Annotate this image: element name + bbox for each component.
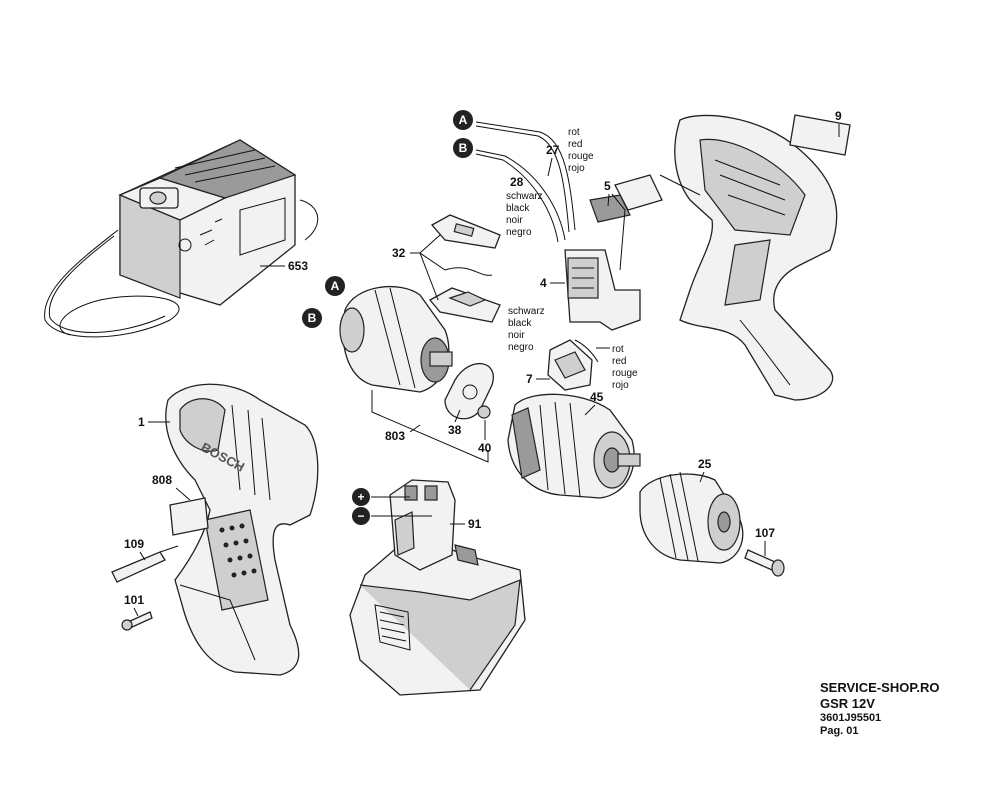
leader-switch-housing bbox=[659, 174, 701, 196]
footer-shop: SERVICE-SHOP.RO bbox=[820, 680, 940, 695]
label-5: 5 bbox=[604, 179, 611, 193]
label-25: 25 bbox=[698, 457, 712, 471]
wire-red-de-2: rot bbox=[612, 344, 624, 355]
housing-left-half bbox=[165, 383, 319, 676]
footer-model: GSR 12V bbox=[820, 696, 875, 711]
wire-black-fr-2: noir bbox=[508, 330, 525, 341]
label-7: 7 bbox=[526, 372, 533, 386]
leader-5 bbox=[607, 193, 626, 271]
marker-a-top-text: A bbox=[459, 113, 468, 127]
battery-pack bbox=[349, 479, 526, 696]
housing-right-half bbox=[674, 114, 838, 401]
label-808: 808 bbox=[152, 473, 172, 487]
screwdriver-bit bbox=[111, 545, 179, 583]
brush-clips bbox=[428, 214, 501, 323]
label-4: 4 bbox=[540, 276, 547, 290]
chuck bbox=[639, 471, 744, 564]
wire-leads bbox=[475, 121, 576, 243]
wire-red-en-1: red bbox=[568, 139, 582, 150]
wire-black-es-1: negro bbox=[506, 227, 532, 238]
leader-25 bbox=[699, 471, 705, 483]
footer-code: 3601J95501 bbox=[820, 712, 882, 724]
housing-screw bbox=[121, 611, 153, 631]
label-109: 109 bbox=[124, 537, 144, 551]
label-plate-9 bbox=[789, 114, 851, 156]
marker-b-motor bbox=[302, 308, 322, 328]
leader-101 bbox=[133, 607, 139, 617]
marker-b-motor-text: B bbox=[308, 311, 317, 325]
label-45: 45 bbox=[590, 390, 604, 404]
leader-803 bbox=[409, 424, 421, 433]
marker-a-top bbox=[453, 110, 473, 130]
motor bbox=[339, 285, 453, 393]
label-28: 28 bbox=[510, 175, 524, 189]
leader-27 bbox=[547, 157, 553, 177]
marker-b-top bbox=[453, 138, 473, 158]
chuck-screw bbox=[744, 549, 785, 577]
wire-red-es-1: rojo bbox=[568, 163, 585, 174]
leader-109 bbox=[139, 551, 146, 561]
marker-minus bbox=[352, 507, 370, 525]
label-91: 91 bbox=[468, 517, 482, 531]
label-27: 27 bbox=[546, 143, 560, 157]
wire-red-fr-2: rouge bbox=[612, 368, 638, 379]
bracket-803 bbox=[371, 390, 489, 463]
marker-a-motor-text: A bbox=[331, 279, 340, 293]
label-plate-808 bbox=[169, 497, 209, 536]
label-803: 803 bbox=[385, 429, 405, 443]
wire-black-de-1: schwarz bbox=[506, 191, 543, 202]
leader-808 bbox=[175, 487, 191, 501]
gearbox bbox=[507, 393, 641, 499]
label-107: 107 bbox=[755, 526, 775, 540]
wire-red-es-2: rojo bbox=[612, 380, 629, 391]
wire-red-fr-1: rouge bbox=[568, 151, 594, 162]
leader-32 bbox=[410, 234, 446, 301]
leader-45 bbox=[584, 404, 596, 416]
marker-plus-text: + bbox=[357, 490, 364, 504]
label-38: 38 bbox=[448, 423, 462, 437]
label-101: 101 bbox=[124, 593, 144, 607]
marker-minus-text: − bbox=[357, 509, 364, 523]
marker-a-motor bbox=[325, 276, 345, 296]
wire-black-en-2: black bbox=[508, 318, 532, 329]
wire-black-es-2: negro bbox=[508, 342, 534, 353]
wire-black-en-1: black bbox=[506, 203, 530, 214]
wire-black-de-2: schwarz bbox=[508, 306, 545, 317]
label-40: 40 bbox=[478, 441, 492, 455]
wire-red-en-2: red bbox=[612, 356, 626, 367]
motor-plate bbox=[444, 363, 494, 420]
charger bbox=[44, 139, 319, 338]
wire-black-fr-1: noir bbox=[506, 215, 523, 226]
label-1: 1 bbox=[138, 415, 145, 429]
leader-38 bbox=[454, 409, 461, 423]
wire-harness bbox=[547, 339, 599, 391]
label-653: 653 bbox=[288, 259, 308, 273]
footer-page: Pag. 01 bbox=[820, 725, 859, 737]
marker-b-top-text: B bbox=[459, 141, 468, 155]
wire-red-de-1: rot bbox=[568, 127, 580, 138]
label-32: 32 bbox=[392, 246, 406, 260]
label-9: 9 bbox=[835, 109, 842, 123]
marker-plus bbox=[352, 488, 370, 506]
switch-assembly bbox=[564, 174, 663, 331]
